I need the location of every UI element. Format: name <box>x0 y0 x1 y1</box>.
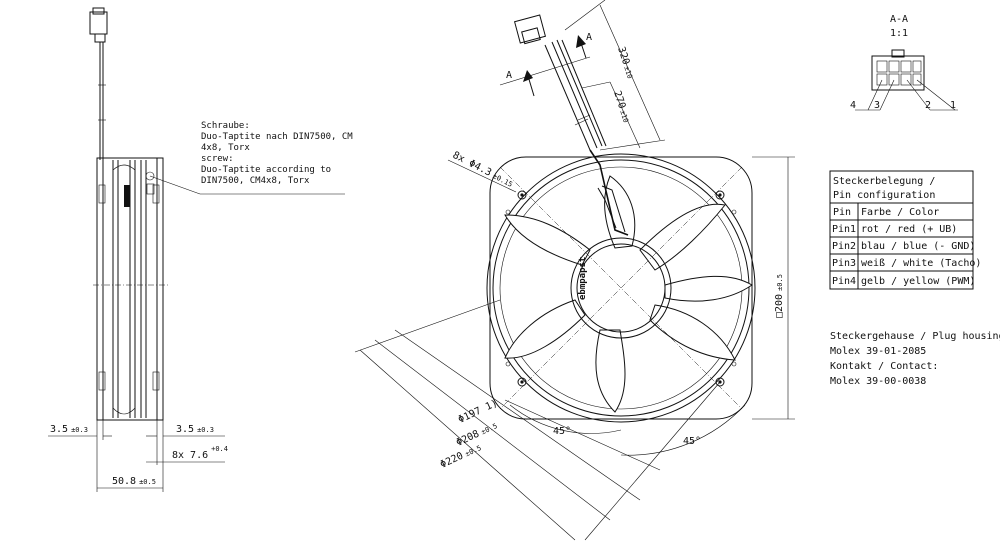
section-scale: 1:1 <box>890 28 908 39</box>
pin-table-header-2: Pin configuration <box>833 190 935 201</box>
pin-table-col-pin: Pin <box>833 207 851 218</box>
angle-45-second: 45° <box>683 436 701 447</box>
fan-blades <box>504 175 753 413</box>
cable-length-270: 270±10 <box>611 90 632 125</box>
pin-table-header-1: Steckerbelegung / <box>833 176 935 187</box>
screw-note-line-5: Duo-Taptite according to <box>201 165 331 175</box>
screw-note-line-6: DIN7500, CM4x8, Torx <box>201 176 310 186</box>
front-view: ebmpapst A A 320±10 270±10 8x Φ4.3±0.1 <box>354 0 795 541</box>
housing-note-line-1: Steckergehause / Plug housing: <box>830 331 1000 342</box>
pin-row-3-color: weiß / white (Tacho) <box>861 258 981 269</box>
pin-row-1-pin: Pin1 <box>832 224 856 235</box>
pin-row-2-pin: Pin2 <box>832 241 856 252</box>
hub-logo: ebmpapst <box>578 257 588 300</box>
screw-note-line-4: screw: <box>201 154 234 164</box>
screw-note-line-2: Duo-Taptite nach DIN7500, CM <box>201 132 353 142</box>
cable-length-320: 320±10 <box>615 46 636 81</box>
pin-row-1-color: rot / red (+ UB) <box>861 224 957 235</box>
housing-note: Steckergehause / Plug housing: Molex 39-… <box>830 331 1000 387</box>
screw-note-line-3: 4x8, Torx <box>201 143 250 153</box>
section-view-a-a: A-A 1:1 4 3 2 1 <box>850 14 958 111</box>
pin-row-3-pin: Pin3 <box>832 258 856 269</box>
pin-table-col-color: Farbe / Color <box>861 207 939 218</box>
section-title: A-A <box>890 14 908 25</box>
pin-row-2-color: blau / blue (- GND) <box>861 241 975 252</box>
pin-label-2: 2 <box>925 100 931 111</box>
pin-label-1: 1 <box>950 100 956 111</box>
section-marker-right: A <box>586 32 592 43</box>
side-view: Schraube: Duo-Taptite nach DIN7500, CM 4… <box>48 7 353 492</box>
housing-note-line-2: Molex 39-01-2085 <box>830 346 926 357</box>
dim-width: 50.8±0.5 <box>112 476 156 487</box>
section-marker-left: A <box>506 70 512 81</box>
housing-note-line-3: Kontakt / Contact: <box>830 361 938 372</box>
dim-left: 3.5±0.3 <box>50 424 88 435</box>
housing-note-line-4: Molex 39-00-0038 <box>830 376 926 387</box>
dia-197: Φ1971) <box>457 398 500 426</box>
screw-note-line-1: Schraube: <box>201 121 250 131</box>
pin-row-4-pin: Pin4 <box>832 276 856 287</box>
pin-row-4-color: gelb / yellow (PWM) <box>861 276 975 287</box>
square-dim: □200±0.5 <box>774 274 785 318</box>
angle-45-first: 45° <box>553 426 571 437</box>
dim-slots: 8x 7.6+0.4 <box>172 445 228 461</box>
pin-table: Steckerbelegung / Pin configuration Pin … <box>829 170 981 290</box>
holes-note: 8x Φ4.3±0.15 <box>451 150 515 190</box>
pin-label-4: 4 <box>850 100 856 111</box>
dim-right: 3.5±0.3 <box>176 424 214 435</box>
pin-label-3: 3 <box>874 100 880 111</box>
